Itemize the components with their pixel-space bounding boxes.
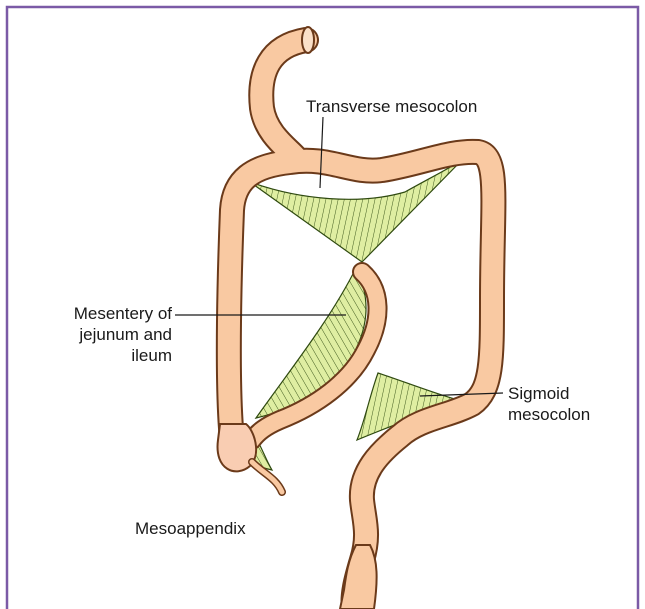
rectum [340,545,377,609]
label-mesentery-jejunum-ileum: Mesentery of jejunum and ileum [18,303,172,366]
duodenum-cut-end [302,27,314,53]
label-transverse-mesocolon: Transverse mesocolon [306,96,477,117]
label-sigmoid-mesocolon: Sigmoid mesocolon [508,383,590,425]
label-mesoappendix: Mesoappendix [135,518,246,539]
